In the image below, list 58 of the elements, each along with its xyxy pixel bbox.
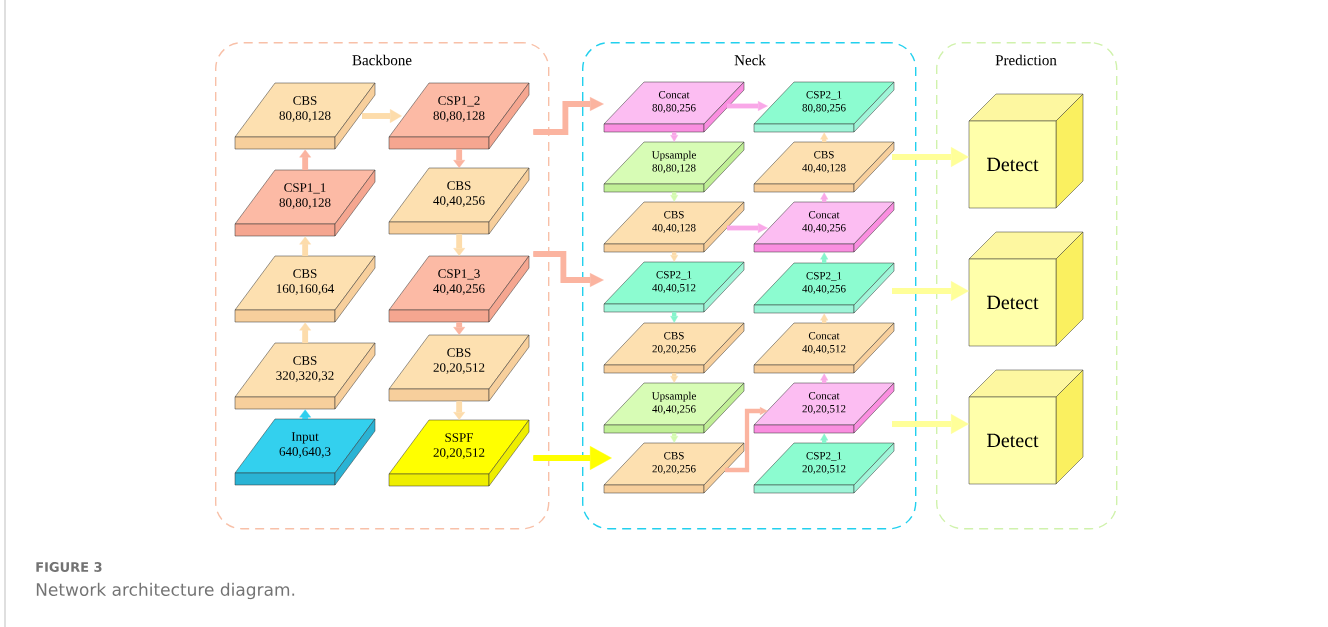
block-arrow (670, 252, 679, 262)
layer-slab: Concat 80,80,256 (603, 81, 745, 133)
block-arrow (453, 401, 466, 420)
layer-slab: CSP1_3 40,40,256 (388, 255, 530, 323)
block-arrow (820, 192, 829, 202)
layer-slab: Concat 40,40,256 (753, 201, 895, 253)
block-arrow (453, 149, 466, 168)
layer-slab: Concat 40,40,512 (753, 322, 895, 374)
layer-slab: CBS 40,40,128 (753, 141, 895, 193)
layer-slab: CBS 40,40,256 (388, 167, 530, 235)
block-arrow (533, 446, 612, 470)
block-arrow (820, 373, 829, 383)
block-arrow (670, 312, 679, 323)
block-arrow (299, 409, 312, 419)
layer-slab: Input 640,640,3 (234, 418, 376, 486)
block-arrow (892, 147, 969, 167)
block-arrow (820, 433, 829, 443)
figure-number: FIGURE 3 (36, 562, 102, 572)
block-arrow (670, 373, 679, 383)
block-arrow (533, 97, 604, 135)
layer-slab: SSPF 20,20,512 (388, 419, 530, 487)
layer-slab: Concat 20,20,512 (753, 382, 895, 434)
layer-slab: CBS 20,20,256 (603, 322, 745, 374)
block-arrow (670, 192, 679, 202)
layer-slab: Upsample 40,40,256 (603, 382, 745, 434)
block-arrow (670, 433, 679, 443)
block-arrow (453, 322, 466, 335)
layer-slab: CSP2_1 80,80,256 (753, 81, 895, 133)
detect-cube: Detect (968, 369, 1084, 485)
layer-slab: CSP2_1 40,40,512 (603, 261, 745, 313)
block-arrow (820, 252, 829, 263)
layer-slab: Upsample 80,80,128 (603, 141, 745, 193)
detect-cube: Detect (968, 231, 1084, 347)
block-arrow (727, 101, 768, 111)
block-arrow (670, 132, 679, 142)
layer-slab: CSP2_1 20,20,512 (753, 442, 895, 494)
layer-slab: CBS 20,20,512 (388, 334, 530, 402)
layer-slab: CBS 320,320,32 (234, 342, 376, 410)
block-arrow (727, 223, 768, 233)
layer-slab: CBS 160,160,64 (234, 255, 376, 323)
block-arrow (892, 414, 969, 434)
block-arrow (820, 313, 829, 323)
layer-slab: CBS 80,80,128 (234, 82, 376, 150)
layer-slab: CSP1_1 80,80,128 (234, 169, 376, 237)
block-arrow (299, 149, 312, 170)
block-arrow (299, 322, 312, 343)
layer-slab: CBS 20,20,256 (603, 442, 745, 494)
detect-cube: Detect (968, 93, 1084, 209)
layer-slab: CSP2_1 40,40,256 (753, 262, 895, 314)
layer-slab: CBS 40,40,128 (603, 201, 745, 253)
block-arrow (453, 234, 466, 256)
block-arrow (362, 109, 402, 123)
block-arrow (299, 236, 312, 256)
figure-caption: Network architecture diagram. (36, 582, 295, 600)
block-arrow (533, 251, 604, 287)
layer-slab: CSP1_2 80,80,128 (388, 82, 530, 150)
block-arrow (820, 132, 829, 142)
block-arrow (892, 281, 969, 301)
